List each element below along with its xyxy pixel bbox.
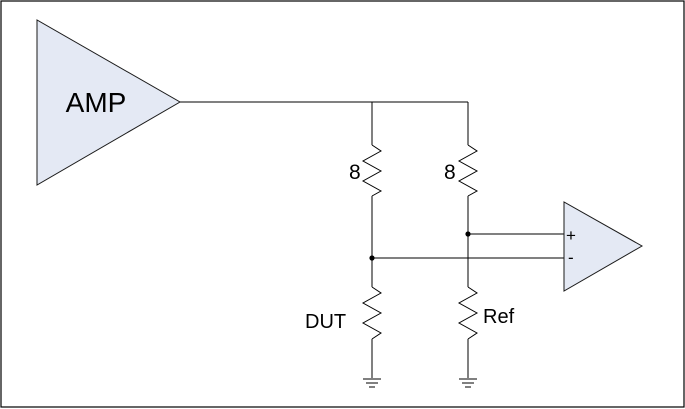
right-top-resistor (457, 144, 479, 197)
minus-junction-node (369, 255, 375, 261)
ref-resistor (457, 286, 479, 340)
plus-junction-node (465, 231, 471, 237)
ref-label: Ref (483, 306, 515, 328)
left-top-resistor (361, 144, 383, 197)
right-top-resistor-value: 8 (444, 161, 456, 184)
minus-input-label: - (568, 248, 574, 267)
left-top-resistor-value: 8 (349, 161, 361, 184)
diff-amplifier-triangle (563, 201, 644, 292)
dut-resistor (361, 286, 383, 340)
left-ground-icon (363, 378, 381, 388)
main-amplifier-triangle (36, 19, 182, 186)
plus-input-label: + (566, 226, 576, 245)
dut-label: DUT (305, 311, 346, 333)
right-ground-icon (459, 378, 477, 388)
amplifier-label: AMP (66, 87, 127, 118)
